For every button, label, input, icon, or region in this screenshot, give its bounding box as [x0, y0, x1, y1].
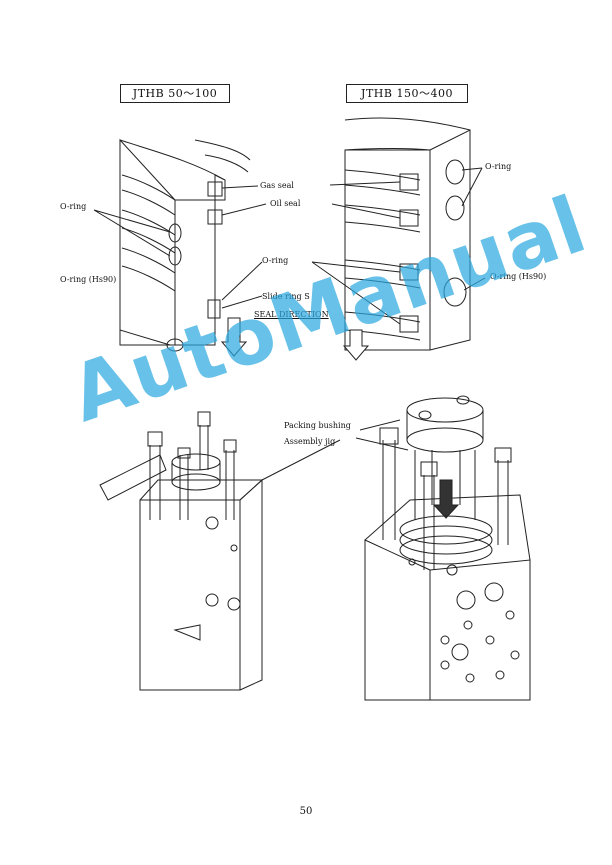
oil-seal-label: Oil seal	[270, 199, 301, 208]
oring-right-label: O-ring	[485, 162, 512, 171]
left-assembly-drawing	[99, 411, 341, 691]
seal-direction-label: SEAL DIRECTION	[254, 310, 329, 319]
left-model-title: JTHB 50～100	[120, 84, 230, 103]
page-number: 50	[299, 806, 313, 817]
right-model-title: JTHB 150～400	[346, 84, 468, 103]
oring-hs90-right-label: O-ring (Hs90)	[490, 272, 547, 281]
gas-seal-label: Gas seal	[260, 181, 294, 190]
right-assembly-drawing	[355, 395, 531, 701]
oring-hs90-left-label: O-ring (Hs90)	[60, 275, 117, 284]
slide-ring-label: Slide ring S	[262, 292, 310, 301]
packing-bushing-label: Packing bushing	[284, 421, 351, 430]
oring-center-label: O-ring	[262, 256, 289, 265]
right-section-drawing	[311, 117, 486, 361]
oring-left-label: O-ring	[60, 202, 87, 211]
left-section-drawing	[93, 138, 267, 357]
assembly-jig-label: Assembly jig	[284, 437, 336, 446]
